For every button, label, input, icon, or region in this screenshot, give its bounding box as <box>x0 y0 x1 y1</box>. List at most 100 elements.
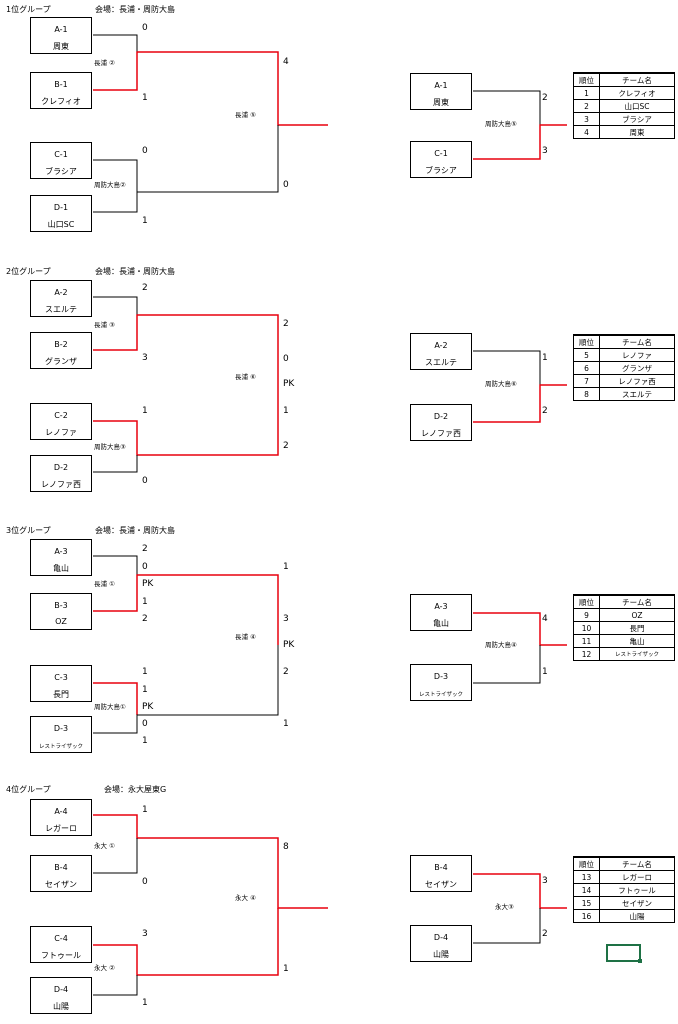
team-name: グランザ <box>45 357 77 366</box>
team-name: 山口SC <box>47 220 75 229</box>
score: 1 <box>142 667 148 677</box>
team-name: 山陽 <box>433 950 449 959</box>
score: 1 <box>542 353 548 363</box>
score: 2 <box>283 667 289 677</box>
venue-label: 会場：長浦・周防大島 <box>95 526 175 535</box>
team-name: セイザン <box>425 880 457 889</box>
score: 1 <box>142 805 148 815</box>
score: 1 <box>142 216 148 226</box>
team-name: レガーロ <box>45 824 77 833</box>
rank-header: 順位 <box>573 594 600 609</box>
team-cell: スエルテ <box>599 387 675 401</box>
team-box[interactable]: D-3 レストライザック <box>410 664 472 701</box>
team-box[interactable]: A-3 亀山 <box>30 539 92 576</box>
match-label: 長浦 ⑤ <box>235 111 256 119</box>
team-box[interactable]: D-1 山口SC <box>30 195 92 232</box>
team-box[interactable]: A-1 周東 <box>30 17 92 54</box>
team-box[interactable]: B-3 OZ <box>30 593 92 630</box>
team-cell: 周東 <box>599 125 675 139</box>
team-header: チーム名 <box>599 334 675 349</box>
selected-cell[interactable] <box>606 944 642 963</box>
team-name: 山陽 <box>53 1002 69 1011</box>
score: 1 <box>283 719 289 729</box>
team-cell: ブラシア <box>599 112 675 126</box>
team-header: チーム名 <box>599 72 675 87</box>
team-box[interactable]: D-4 山陽 <box>410 925 472 962</box>
pk-label: PK <box>283 379 295 389</box>
team-box[interactable]: D-2 レノファ西 <box>410 404 472 441</box>
team-code: D-2 <box>433 412 449 421</box>
team-cell: レガーロ <box>599 870 675 884</box>
score: 1 <box>142 93 148 103</box>
match-label: 永大 ① <box>94 842 115 850</box>
score: 2 <box>542 929 548 939</box>
team-box[interactable]: B-1 クレフィオ <box>30 72 92 109</box>
rank-cell: 16 <box>573 909 600 923</box>
team-box[interactable]: C-1 ブラシア <box>410 141 472 178</box>
team-box[interactable]: C-3 長門 <box>30 665 92 702</box>
team-code: B-4 <box>434 863 448 872</box>
score: 0 <box>142 719 148 729</box>
venue-label: 会場：永大屋東G <box>104 785 167 794</box>
team-box[interactable]: A-2 スエルテ <box>30 280 92 317</box>
team-box[interactable]: A-1 周東 <box>410 73 472 110</box>
score: 1 <box>542 667 548 677</box>
score: 0 <box>142 23 148 33</box>
team-box[interactable]: C-1 ブラシア <box>30 142 92 179</box>
score: 0 <box>142 476 148 486</box>
team-name: ブラシア <box>45 167 77 176</box>
team-box[interactable]: A-2 スエルテ <box>410 333 472 370</box>
team-box[interactable]: D-4 山陽 <box>30 977 92 1014</box>
team-code: A-1 <box>434 81 448 90</box>
team-box[interactable]: C-4 フトゥール <box>30 926 92 963</box>
team-name: セイザン <box>45 880 77 889</box>
team-name: ブラシア <box>425 166 457 175</box>
rank-cell: 13 <box>573 870 600 884</box>
score: 2 <box>142 614 148 624</box>
team-box[interactable]: A-4 レガーロ <box>30 799 92 836</box>
group-title: 3位グループ <box>6 526 51 535</box>
team-box[interactable]: B-4 セイザン <box>30 855 92 892</box>
team-code: D-3 <box>433 672 449 681</box>
score: 2 <box>542 406 548 416</box>
rank-cell: 4 <box>573 125 600 139</box>
score: 4 <box>542 614 548 624</box>
team-box[interactable]: B-2 グランザ <box>30 332 92 369</box>
pk-label: PK <box>142 579 154 589</box>
score: 3 <box>142 929 148 939</box>
team-box[interactable]: D-3 レストライザック <box>30 716 92 753</box>
match-label: 永大 ④ <box>235 894 256 902</box>
team-name: レノファ <box>45 428 77 437</box>
team-header: チーム名 <box>599 856 675 871</box>
team-box[interactable]: D-2 レノファ西 <box>30 455 92 492</box>
team-code: A-3 <box>54 547 68 556</box>
match-label: 永大③ <box>495 903 514 911</box>
team-box[interactable]: B-4 セイザン <box>410 855 472 892</box>
team-name: OZ <box>55 617 67 626</box>
team-box[interactable]: C-2 レノファ <box>30 403 92 440</box>
match-label: 長浦 ① <box>94 580 115 588</box>
team-cell: 山口SC <box>599 99 675 113</box>
rank-cell: 6 <box>573 361 600 375</box>
team-box[interactable]: A-3 亀山 <box>410 594 472 631</box>
score: 8 <box>283 842 289 852</box>
rank-cell: 15 <box>573 896 600 910</box>
